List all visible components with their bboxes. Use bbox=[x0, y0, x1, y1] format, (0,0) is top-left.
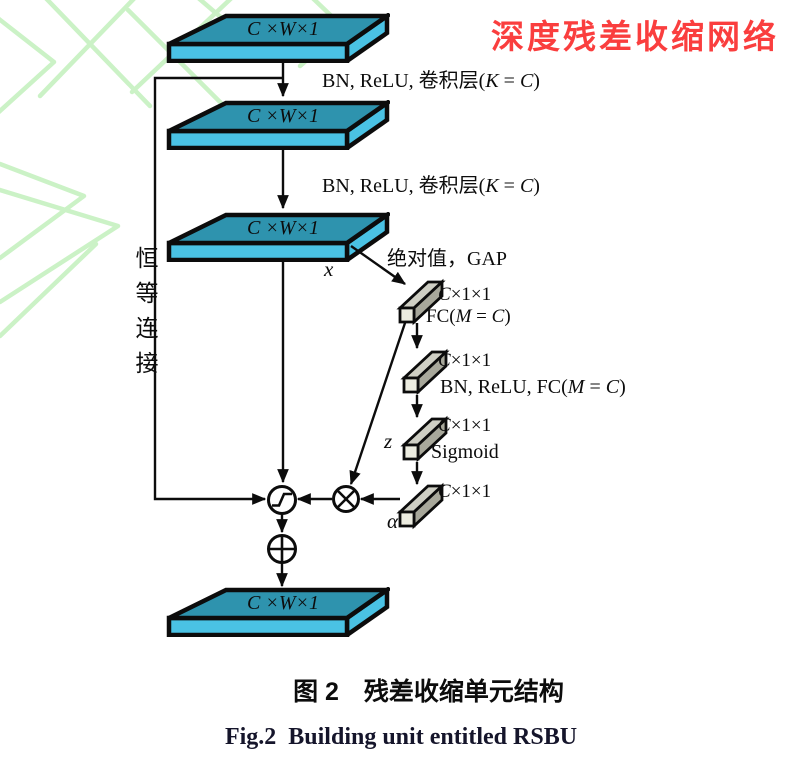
plus-icon bbox=[268, 535, 296, 563]
annotation-title: 深度残差收缩网络 bbox=[491, 18, 779, 55]
arrow-abs-gap bbox=[350, 245, 406, 285]
caption-english: Fig.2 Building unit entitled RSBU bbox=[224, 724, 578, 750]
identity-connection-line bbox=[153, 76, 283, 505]
var-x-label: x bbox=[324, 257, 334, 281]
fc-label: FC(M = C) bbox=[426, 306, 511, 327]
multiply-icon bbox=[336, 489, 356, 509]
feature-map-slab-1: C ×W×1 bbox=[166, 13, 390, 63]
slab-dims-label: C ×W×1 bbox=[246, 592, 320, 614]
feature-map-slab-output: C ×W×1 bbox=[166, 587, 390, 637]
feature-map-slab-3: C ×W×1 bbox=[166, 212, 390, 262]
vector-dims-label-4: C×1×1 bbox=[438, 481, 492, 502]
var-z-label: z bbox=[384, 429, 393, 453]
vector-bar-gap bbox=[396, 278, 446, 326]
conv-layer-label-2: BN, ReLU, 卷积层(K = C) bbox=[322, 175, 540, 197]
caption-chinese: 图 2 残差收缩单元结构 bbox=[293, 678, 564, 706]
sigmoid-label: Sigmoid bbox=[431, 441, 499, 463]
conv-layer-label-1: BN, ReLU, 卷积层(K = C) bbox=[322, 70, 540, 92]
identity-connection-label: 恒等连接 bbox=[132, 246, 157, 386]
feature-map-slab-2: C ×W×1 bbox=[166, 100, 390, 150]
vector-dims-label-1: C×1×1 bbox=[438, 284, 492, 305]
vector-dims-label-2: C×1×1 bbox=[438, 350, 492, 371]
vector-dims-label-3: C×1×1 bbox=[438, 415, 492, 436]
soft-threshold-icon bbox=[272, 492, 292, 507]
arrow-gap-to-multiply bbox=[349, 319, 408, 486]
vector-bar-z bbox=[400, 415, 450, 463]
slab-top-face bbox=[168, 13, 390, 47]
slab-top-face bbox=[168, 587, 390, 621]
soft-threshold-node bbox=[267, 485, 297, 515]
slab-dims-label: C ×W×1 bbox=[246, 105, 320, 127]
bn-relu-fc-label: BN, ReLU, FC(M = C) bbox=[440, 376, 626, 398]
vector-bar-alpha bbox=[396, 482, 446, 530]
slab-dims-label: C ×W×1 bbox=[246, 217, 320, 239]
slab-top-face bbox=[168, 212, 390, 246]
multiply-node bbox=[332, 485, 360, 513]
add-node bbox=[267, 534, 297, 564]
var-alpha-label: α bbox=[387, 509, 399, 533]
slab-dims-label: C ×W×1 bbox=[246, 18, 320, 40]
vector-bar-fc bbox=[400, 348, 450, 396]
slab-top-face bbox=[168, 100, 390, 134]
abs-gap-label: 绝对值，GAP bbox=[387, 248, 508, 270]
